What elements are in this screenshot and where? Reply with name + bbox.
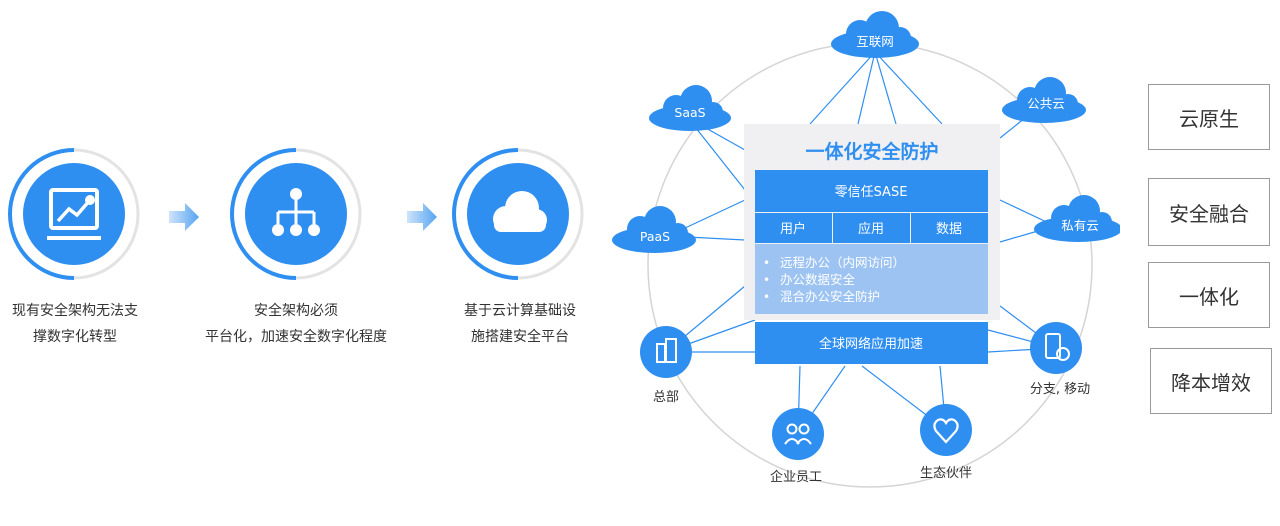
capability-cost-efficiency: 降本增效 [1150, 348, 1272, 414]
step-1-caption: 现有安全架构无法支 撑数字化转型 [0, 298, 160, 350]
bullet-dot: • [763, 290, 770, 304]
building-icon [656, 338, 677, 363]
cloud-internet [831, 11, 919, 58]
use-case-item: 远程办公（内网访问） [780, 255, 905, 270]
step-2-line1: 安全架构必须 [254, 303, 338, 319]
step-1-line2: 撑数字化转型 [33, 329, 117, 345]
partners-node [920, 404, 972, 456]
segment-user [755, 213, 832, 243]
sase-bar [755, 170, 988, 212]
capability-integration: 一体化 [1148, 262, 1270, 328]
cloud-public-label: 公共云 [1027, 96, 1065, 111]
step-1-icon-group [8, 148, 140, 280]
use-case-item: 混合办公安全防护 [780, 289, 880, 304]
step-3-icon-group [452, 148, 584, 280]
employees-label: 企业员工 [770, 469, 822, 485]
segment-data [911, 213, 988, 243]
chart-monitor-icon [47, 188, 101, 240]
step-2-line2: 平台化，加速安全数字化程度 [205, 329, 387, 345]
employees-node [772, 408, 824, 460]
hq-label: 总部 [653, 390, 679, 405]
segment-user-label: 用户 [780, 221, 806, 237]
cloud-paas-label: PaaS [640, 229, 670, 244]
step-2-icon-group [230, 148, 362, 280]
cloud-saas-label: SaaS [674, 105, 705, 120]
use-case-box [755, 244, 988, 314]
sase-label: 零信任SASE [835, 185, 908, 200]
bullet-dot: • [763, 256, 770, 270]
mobile-icon [1045, 333, 1070, 361]
people-icon [784, 423, 812, 445]
cloud-saas [649, 85, 731, 131]
arrow-icon [407, 203, 437, 231]
cloud-internet-label: 互联网 [856, 34, 894, 49]
cloud-icon [493, 191, 547, 232]
step-3-line2: 施搭建安全平台 [471, 329, 569, 345]
step-1-line1: 现有安全架构无法支 [12, 303, 138, 319]
capability-security-fusion: 安全融合 [1148, 178, 1270, 246]
cloud-public [1002, 77, 1086, 123]
branch-label: 分支, 移动 [1030, 382, 1090, 397]
arrow-icon [169, 203, 199, 231]
partners-label: 生态伙伴 [920, 466, 972, 481]
cloud-private [1034, 195, 1120, 242]
step-2-caption: 安全架构必须 平台化，加速安全数字化程度 [186, 298, 406, 350]
security-diagram: 一体化安全防护 零信任SASE 用户 应用 数据 • • • 远程办公（内网访问… [612, 11, 1120, 488]
segment-app-label: 应用 [858, 221, 884, 237]
accelerate-bar [755, 322, 988, 364]
step-3-caption: 基于云计算基础设 施搭建安全平台 [440, 298, 600, 350]
segment-app [833, 213, 910, 243]
cloud-private-label: 私有云 [1061, 218, 1099, 233]
platform-title: 一体化安全防护 [805, 140, 938, 163]
hierarchy-icon [272, 188, 320, 236]
branch-node [1030, 322, 1082, 374]
use-case-item: 办公数据安全 [780, 272, 856, 287]
segment-data-label: 数据 [936, 222, 962, 237]
accelerate-label: 全球网络应用加速 [819, 336, 923, 352]
connection-lines [665, 51, 1057, 435]
step-3-line1: 基于云计算基础设 [464, 303, 576, 319]
bullet-dot: • [763, 273, 770, 287]
heart-icon [933, 418, 959, 444]
capability-cloud-native: 云原生 [1148, 84, 1270, 150]
cloud-paas [612, 206, 696, 253]
